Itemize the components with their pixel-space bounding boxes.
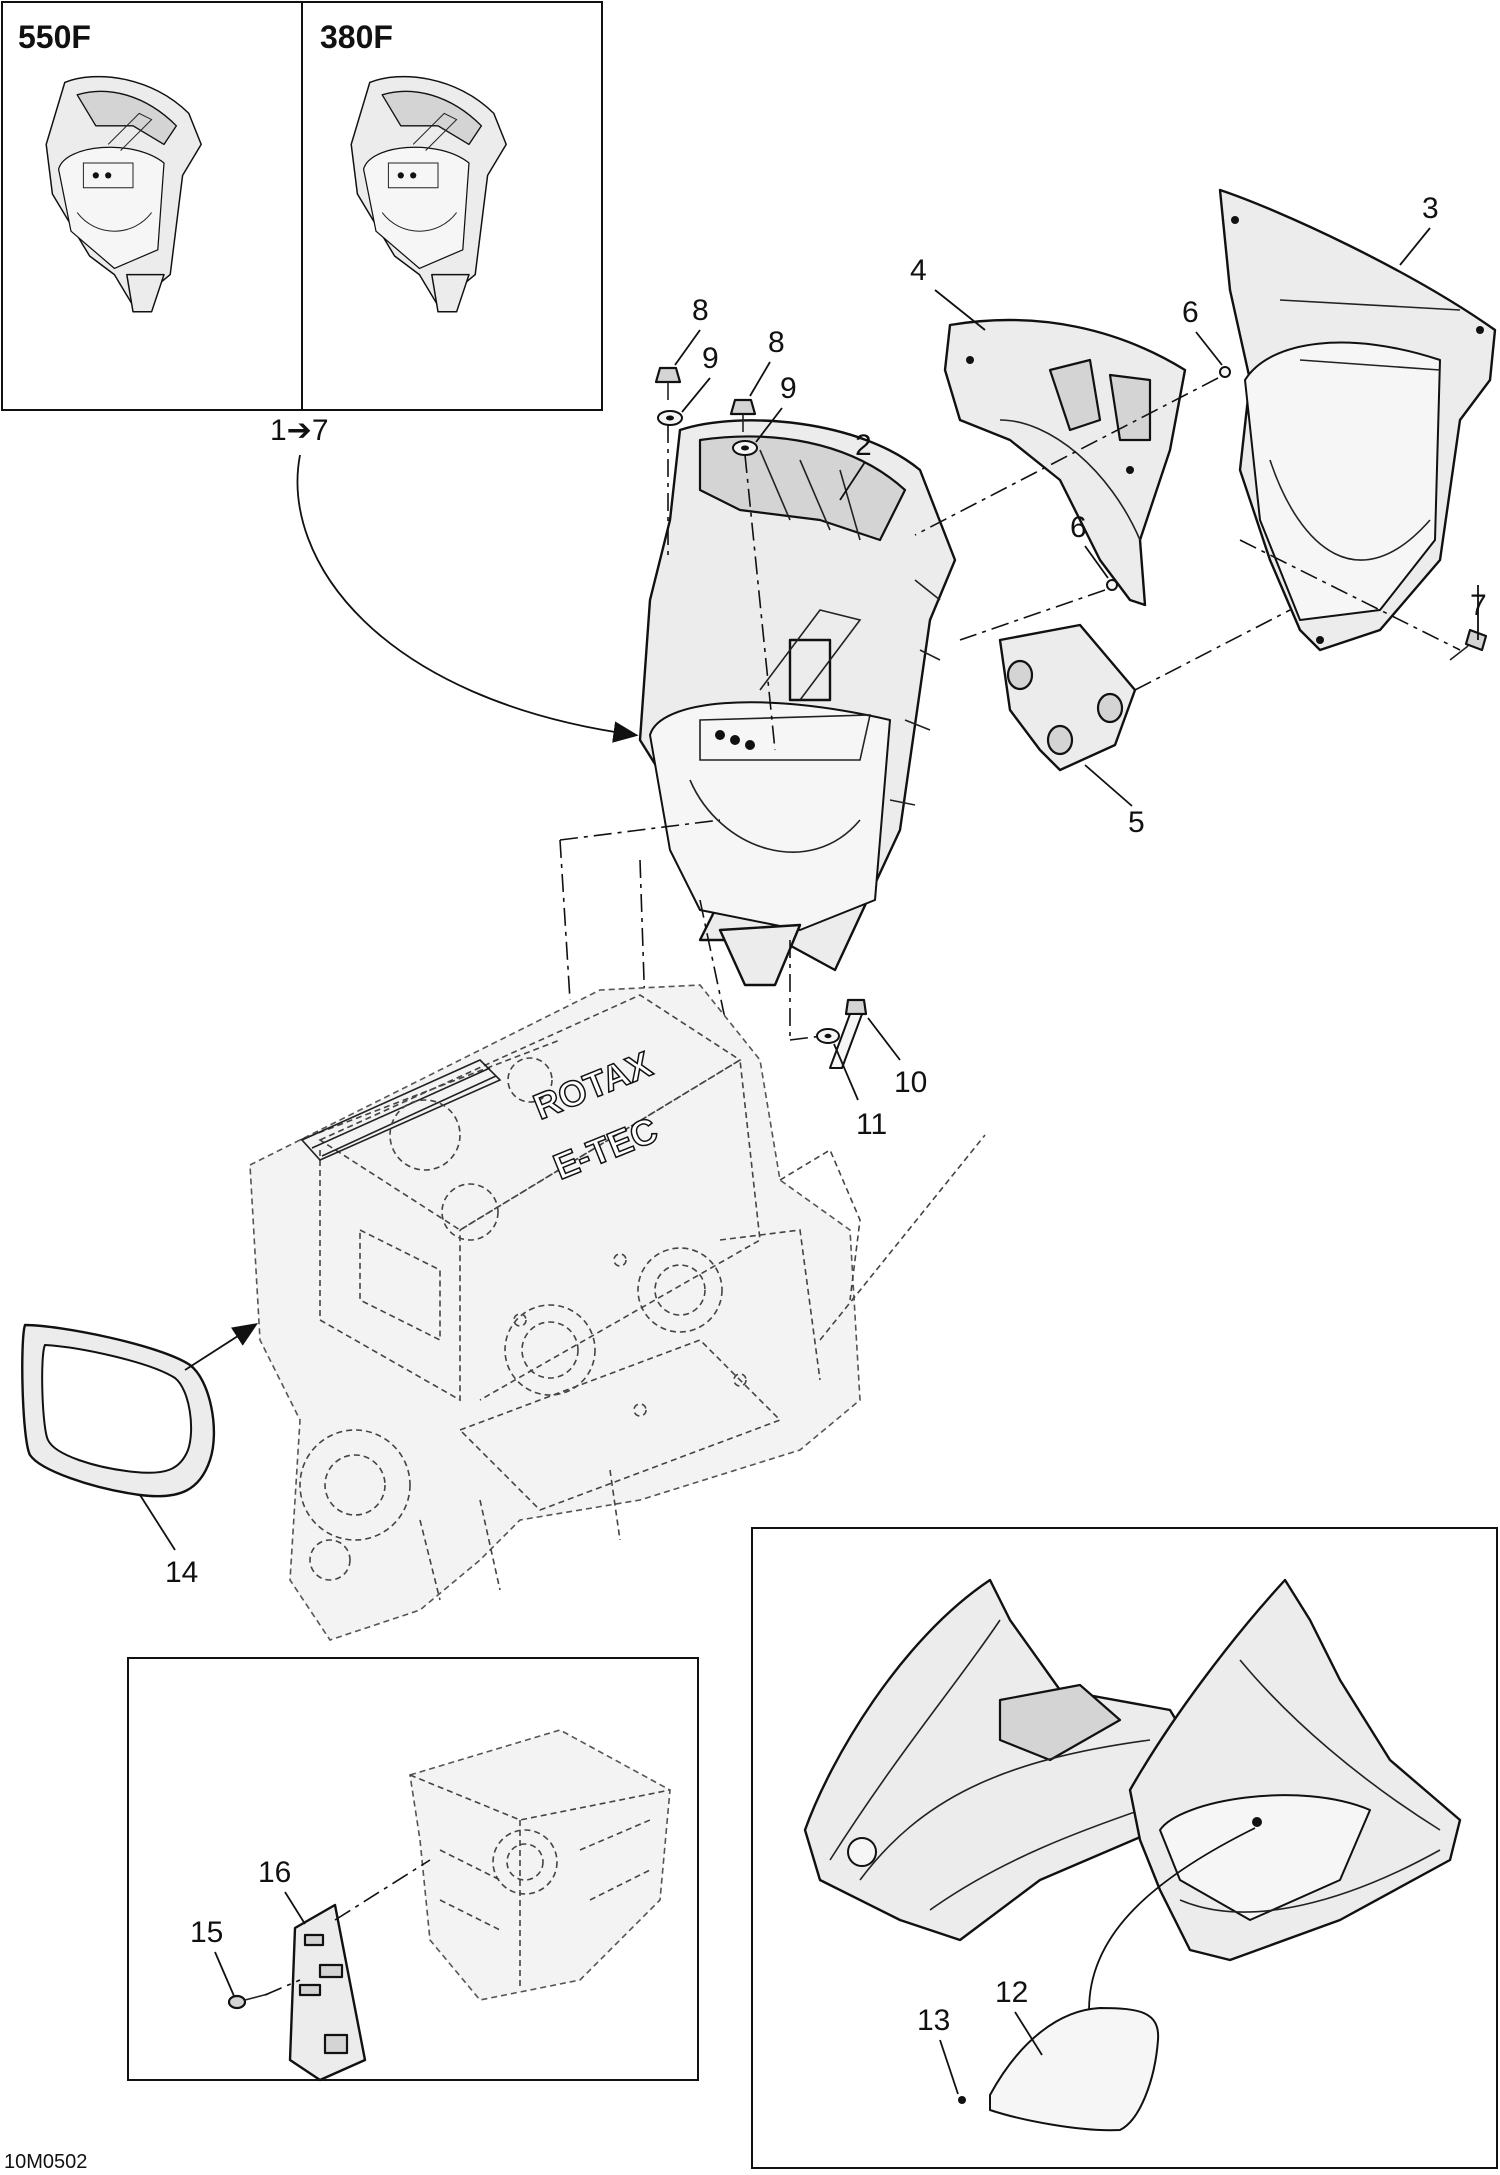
rivet-part-6-upper [1219,366,1231,378]
callout-12: 12 [995,1976,1028,2009]
callout-2: 2 [855,429,872,462]
callout-4: 4 [910,254,927,287]
washer-part-9-right [732,440,758,456]
callout-8-right: 8 [768,326,785,359]
gasket-part-14 [21,1323,216,1498]
decal-part-12 [989,2007,1160,2132]
variant-label-380f: 380F [320,19,393,55]
exhaust-inset-box: 15 16 [127,1657,699,2082]
callout-16: 16 [258,1856,291,1889]
callout-1-7-arrow [296,454,639,743]
gasket-arrow [184,1323,259,1371]
duct-cover-part-4 [943,318,1187,607]
decal-leader [1088,1827,1256,2026]
screw-part-7 [1449,628,1488,661]
callout-6-lower: 6 [1070,511,1087,544]
hood-front-panel [803,1578,1202,1942]
air-intake-duct-part-2 [638,419,957,987]
screw-part-15 [227,1993,269,2010]
variant-label-550f: 550F [18,19,91,55]
screw-part-8-right [729,398,757,432]
callout-6-upper: 6 [1182,296,1199,329]
callout-3: 3 [1422,192,1439,225]
duct-thumbnail-550f [45,75,202,313]
callout-9-right: 9 [780,372,797,405]
callout-11: 11 [856,1108,887,1141]
callout-5: 5 [1128,806,1145,839]
drawing-code: 10M0502 [4,2151,87,2173]
washer-part-9-left [657,410,683,426]
washer-part-11 [816,1028,840,1044]
oil-tank-assembly [409,1729,671,2001]
callout-10: 10 [894,1066,927,1099]
outer-cover-part-3 [1218,188,1497,652]
variant-inset-box: 550F 380F [1,1,603,411]
heat-shield-part-16 [288,1903,367,2082]
screw-part-8-left [654,366,682,400]
callout-15: 15 [190,1916,223,1949]
engine-assembly: ROTAX E-TEC [249,984,986,1641]
rivet-part-13 [958,2096,966,2104]
callout-13: 13 [917,2004,950,2037]
callout-14: 14 [165,1556,198,1589]
rivet-part-6-lower [1106,579,1118,591]
callout-8-left: 8 [692,294,709,327]
plate-part-5 [998,623,1137,772]
callout-1-7: 1➔7 [270,414,329,447]
duct-thumbnail-380f [350,75,507,313]
hood-inset-box: 12 13 [751,1527,1498,2169]
hood-rear-panel [1128,1578,1462,1962]
callout-9-left: 9 [702,342,719,375]
